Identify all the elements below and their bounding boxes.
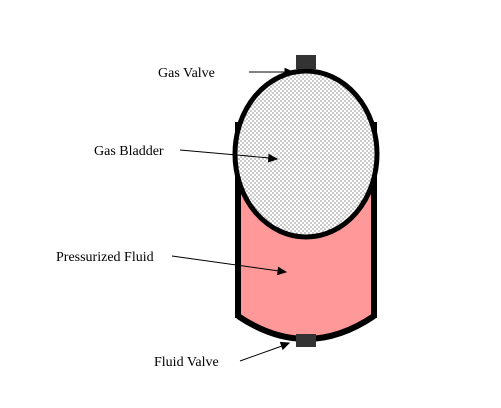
fluid-valve-label: Fluid Valve [154,355,219,370]
pressurized-fluid-label: Pressurized Fluid [56,250,154,265]
gas-bladder-leader [179,149,271,159]
fluid-valve-shape [296,334,316,347]
gas-valve-shape [296,55,316,69]
pressurized-fluid-arrowhead [277,266,288,276]
pressurized-fluid-leader [171,255,280,272]
fluid-valve-arrowhead [279,341,291,351]
gas-bladder-arrowhead [267,153,279,163]
gas-valve-arrowhead [284,67,295,77]
gas-valve-label: Gas Valve [158,66,215,81]
fluid-valve-leader [239,345,283,362]
gas-bladder-shape [232,68,380,240]
gas-bladder-label: Gas Bladder [94,144,164,159]
